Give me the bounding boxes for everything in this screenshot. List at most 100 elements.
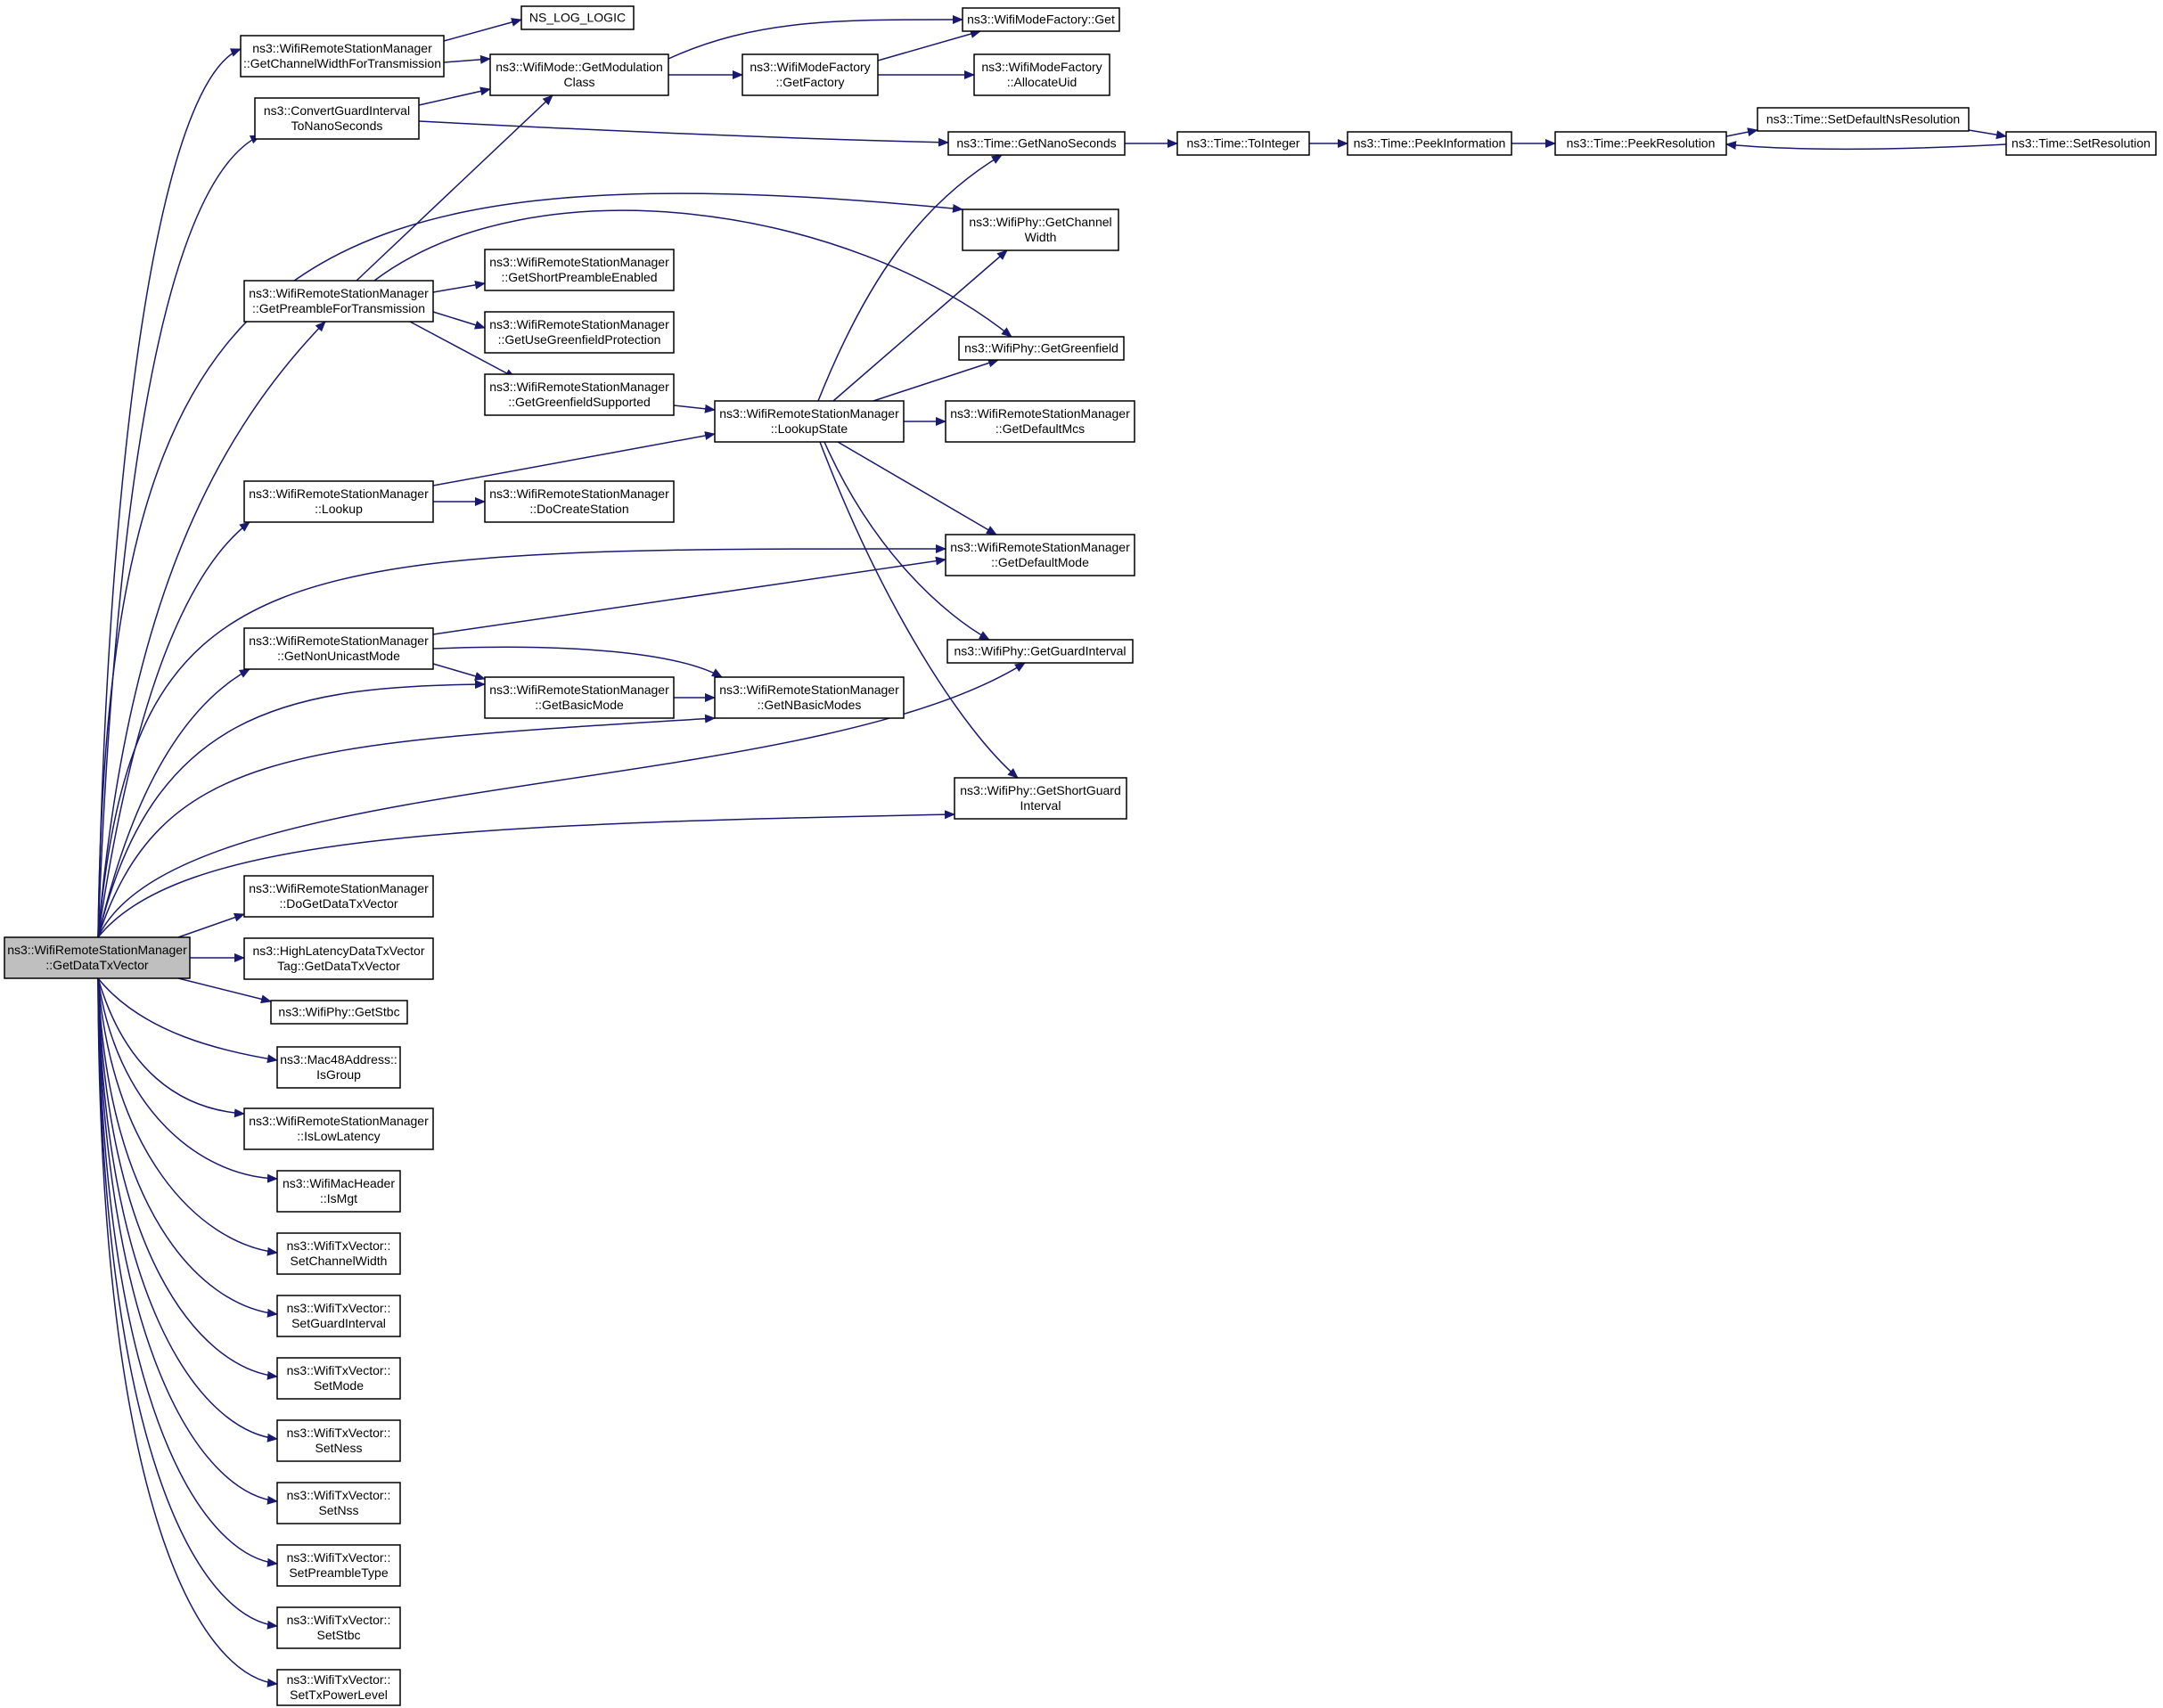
- node-label-line: ::GetGreenfieldSupported: [508, 395, 651, 409]
- node-box: [484, 480, 675, 523]
- node-setpt[interactable]: ns3::WifiTxVector::SetPreambleType: [276, 1544, 401, 1587]
- node-box: [4, 936, 191, 979]
- node-label-line: SetGuardInterval: [291, 1316, 386, 1330]
- edge-root-to-gnum: [97, 668, 250, 938]
- node-defmcs[interactable]: ns3::WifiRemoteStationManager::GetDefaul…: [945, 400, 1135, 443]
- node-lookup[interactable]: ns3::WifiRemoteStationManager::Lookup: [243, 480, 434, 523]
- node-setness[interactable]: ns3::WifiTxVector::SetNess: [276, 1419, 401, 1462]
- node-label-line: ::GetNBasicModes: [758, 698, 862, 712]
- edge-root-to-settxpl: [97, 977, 278, 1688]
- node-box: [276, 1482, 401, 1524]
- node-box: [243, 875, 434, 918]
- edge-root-to-phycw: [97, 192, 963, 938]
- node-phycw[interactable]: ns3::WifiPhy::GetChannelWidth: [962, 208, 1119, 251]
- edge-root-to-basicmode: [97, 680, 486, 938]
- edge-lookupstate-to-getns: [817, 154, 1003, 402]
- node-setstbc[interactable]: ns3::WifiTxVector::SetStbc: [276, 1606, 401, 1649]
- node-label-line: ns3::WifiTxVector::: [287, 1488, 391, 1502]
- node-gspe[interactable]: ns3::WifiRemoteStationManager::GetShortP…: [484, 249, 675, 291]
- node-label-line: ToNanoSeconds: [291, 118, 383, 133]
- node-islowlat[interactable]: ns3::WifiRemoteStationManager::IsLowLate…: [243, 1107, 434, 1150]
- node-nbasic[interactable]: ns3::WifiRemoteStationManager::GetNBasic…: [714, 676, 905, 719]
- node-box: [484, 676, 675, 719]
- node-label-line: ns3::WifiPhy::GetGuardInterval: [955, 644, 1127, 658]
- node-setmode[interactable]: ns3::WifiTxVector::SetMode: [276, 1357, 401, 1400]
- node-box: [962, 7, 1120, 32]
- edge-lookupstate-to-physgi: [819, 441, 1019, 779]
- node-box: [1757, 107, 1970, 132]
- node-getfactory[interactable]: ns3::WifiModeFactory::GetFactory: [741, 53, 879, 96]
- node-docreate[interactable]: ns3::WifiRemoteStationManager::DoCreateS…: [484, 480, 675, 523]
- node-phygf[interactable]: ns3::WifiPhy::GetGreenfield: [958, 336, 1125, 361]
- node-label-line: ::DoGetDataTxVector: [279, 896, 397, 911]
- node-ismgt[interactable]: ns3::WifiMacHeader::IsMgt: [276, 1170, 401, 1213]
- node-setres[interactable]: ns3::Time::SetResolution: [2005, 131, 2157, 156]
- node-box: [243, 627, 434, 670]
- edge-root-to-gpft: [97, 321, 326, 938]
- node-box: [484, 311, 675, 354]
- node-peekinfo[interactable]: ns3::Time::PeekInformation: [1347, 131, 1512, 156]
- edge-root-to-setness: [97, 977, 278, 1442]
- edge-setdefns-to-setres: [1968, 129, 2007, 140]
- node-isgroup[interactable]: ns3::Mac48Address::IsGroup: [276, 1046, 401, 1089]
- node-gpft[interactable]: ns3::WifiRemoteStationManager::GetPreamb…: [243, 280, 434, 323]
- node-box: [1554, 131, 1727, 156]
- node-label-line: ::IsLowLatency: [297, 1129, 380, 1143]
- node-label-line: ::GetFactory: [775, 75, 844, 89]
- edge-root-to-setnss: [97, 977, 278, 1505]
- node-box: [484, 373, 675, 416]
- node-setnss[interactable]: ns3::WifiTxVector::SetNss: [276, 1482, 401, 1524]
- node-stbc[interactable]: ns3::WifiPhy::GetStbc: [270, 1000, 408, 1025]
- node-peekres[interactable]: ns3::Time::PeekResolution: [1554, 131, 1727, 156]
- node-label-line: ns3::WifiTxVector::: [287, 1550, 391, 1565]
- edge-root-to-physgi: [97, 810, 955, 938]
- node-label-line: ns3::WifiTxVector::: [287, 1238, 391, 1253]
- node-root[interactable]: ns3::WifiRemoteStationManager::GetDataTx…: [4, 936, 191, 979]
- node-ggs[interactable]: ns3::WifiRemoteStationManager::GetGreenf…: [484, 373, 675, 416]
- node-label-line: SetStbc: [316, 1628, 360, 1642]
- edge-ggs-to-lookupstate: [673, 404, 716, 413]
- node-nslog[interactable]: NS_LOG_LOGIC: [520, 5, 635, 30]
- edge-root-to-setpt: [97, 977, 278, 1567]
- node-label-line: ::Lookup: [315, 502, 363, 516]
- node-settxpl[interactable]: ns3::WifiTxVector::SetTxPowerLevel: [276, 1669, 401, 1706]
- node-box: [1347, 131, 1512, 156]
- node-modget[interactable]: ns3::WifiModeFactory::Get: [962, 7, 1120, 32]
- node-label-line: ns3::WifiRemoteStationManager: [249, 486, 429, 501]
- node-lookupstate[interactable]: ns3::WifiRemoteStationManager::LookupSta…: [714, 400, 905, 443]
- node-setcw[interactable]: ns3::WifiTxVector::SetChannelWidth: [276, 1232, 401, 1275]
- node-basicmode[interactable]: ns3::WifiRemoteStationManager::GetBasicM…: [484, 676, 675, 719]
- edge-gnum-to-nbasic: [432, 646, 723, 678]
- node-label-line: Tag::GetDataTxVector: [277, 959, 400, 973]
- node-cwft[interactable]: ns3::WifiRemoteStationManager::GetChanne…: [240, 35, 445, 78]
- node-toint[interactable]: ns3::Time::ToInteger: [1176, 131, 1310, 156]
- node-label-line: ns3::WifiTxVector::: [287, 1363, 391, 1377]
- node-label-line: ::GetShortPreambleEnabled: [501, 270, 657, 284]
- node-gugp[interactable]: ns3::WifiRemoteStationManager::GetUseGre…: [484, 311, 675, 354]
- edge-gnum-to-basicmode: [432, 663, 486, 681]
- edge-lookupstate-to-phycw: [832, 249, 1008, 402]
- node-phygi[interactable]: ns3::WifiPhy::GetGuardInterval: [946, 639, 1134, 664]
- node-box: [2005, 131, 2157, 156]
- node-setgi[interactable]: ns3::WifiTxVector::SetGuardInterval: [276, 1295, 401, 1337]
- node-label-line: ns3::Time::SetDefaultNsResolution: [1766, 112, 1960, 127]
- node-label-line: ns3::WifiRemoteStationManager: [489, 486, 669, 501]
- node-label-line: SetNss: [318, 1503, 358, 1517]
- node-box: [520, 5, 635, 30]
- edge-root-to-setgi: [97, 977, 278, 1318]
- node-getns[interactable]: ns3::Time::GetNanoSeconds: [947, 131, 1126, 156]
- node-box: [276, 1544, 401, 1587]
- node-defmode[interactable]: ns3::WifiRemoteStationManager::GetDefaul…: [945, 534, 1135, 576]
- node-dogdtv[interactable]: ns3::WifiRemoteStationManager::DoGetData…: [243, 875, 434, 918]
- node-gnum[interactable]: ns3::WifiRemoteStationManager::GetNonUni…: [243, 627, 434, 670]
- node-allocuid[interactable]: ns3::WifiModeFactory::AllocateUid: [973, 53, 1110, 96]
- node-label-line: ns3::Time::PeekInformation: [1354, 136, 1506, 151]
- node-box: [945, 400, 1135, 443]
- node-label-line: ns3::Mac48Address::: [280, 1052, 397, 1066]
- node-hltag[interactable]: ns3::HighLatencyDataTxVectorTag::GetData…: [243, 937, 434, 980]
- node-setdefns[interactable]: ns3::Time::SetDefaultNsResolution: [1757, 107, 1970, 132]
- node-label-line: ns3::WifiRemoteStationManager: [950, 540, 1130, 554]
